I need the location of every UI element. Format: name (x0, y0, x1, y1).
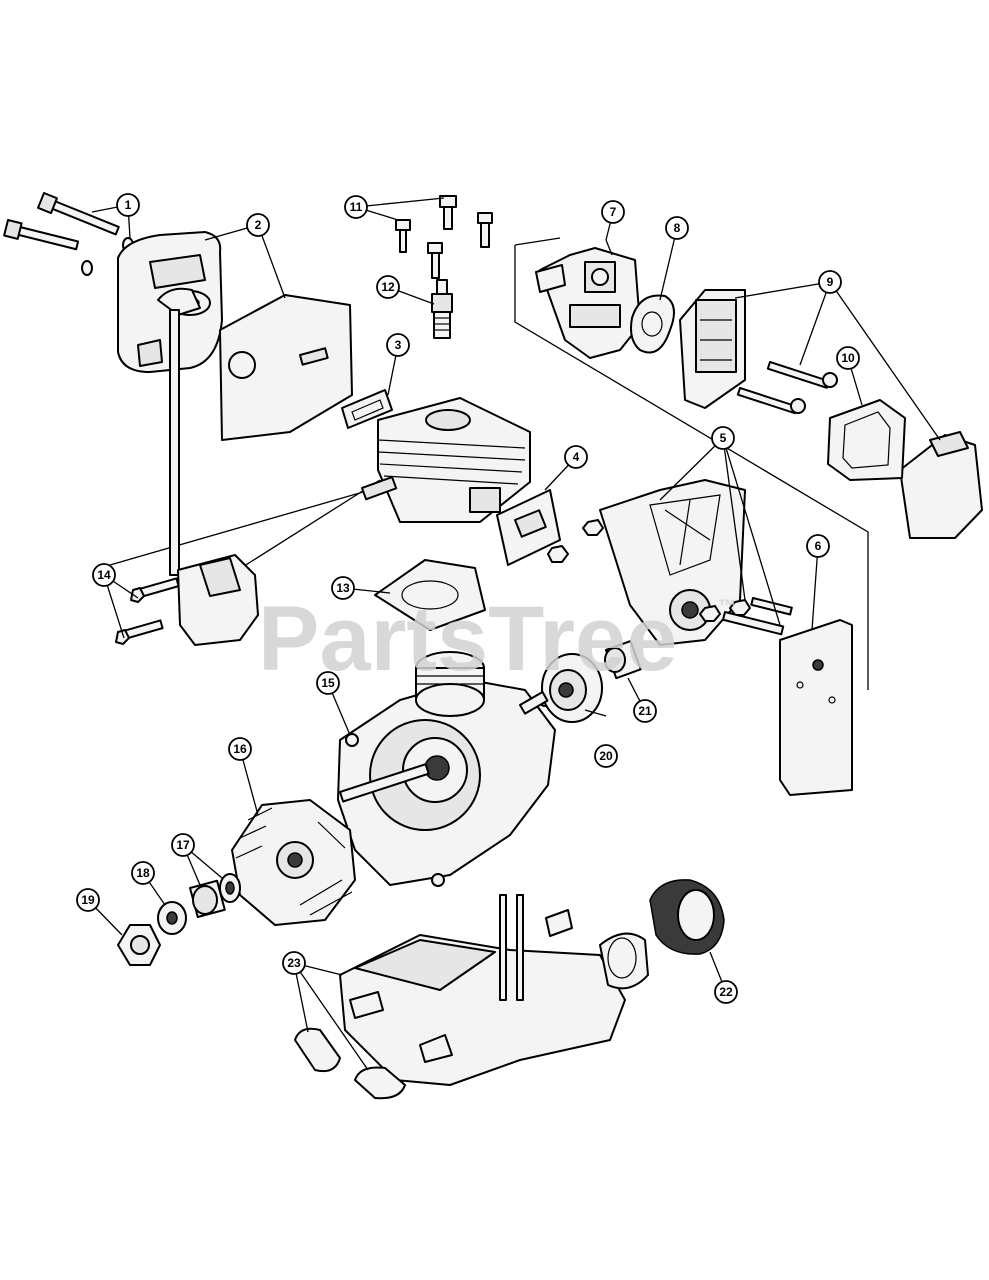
callout-label: 19 (81, 893, 95, 907)
callout-4[interactable]: 4 (564, 445, 588, 469)
callout-label: 10 (841, 351, 855, 365)
leader-lines (87, 197, 941, 1071)
fuel-tank[interactable] (339, 894, 649, 1086)
callout-20[interactable]: 20 (594, 744, 618, 768)
callout-21[interactable]: 21 (633, 699, 657, 723)
cylinder[interactable] (360, 397, 531, 523)
callout-label: 14 (97, 568, 111, 582)
part-14-ignition-coil[interactable] (115, 287, 259, 646)
callout-12[interactable]: 12 (376, 275, 400, 299)
callout-15[interactable]: 15 (316, 671, 340, 695)
part-5-starter-housing[interactable] (582, 479, 793, 646)
callout-label: 17 (176, 838, 190, 852)
part-4-gasket[interactable] (496, 489, 569, 566)
callout-label: 2 (255, 218, 262, 232)
callout-22[interactable]: 22 (714, 980, 738, 1004)
part-17-spacer[interactable] (189, 873, 241, 918)
callout-16[interactable]: 16 (228, 737, 252, 761)
part-13-gasket[interactable] (374, 559, 486, 631)
callout-8[interactable]: 8 (665, 216, 689, 240)
part-9-air-filter-housing[interactable] (679, 289, 983, 539)
part-20-pulley[interactable] (519, 653, 603, 723)
part-23-grommets[interactable] (294, 1027, 406, 1100)
callout-label: 9 (827, 275, 834, 289)
part-8-gasket[interactable] (630, 294, 675, 354)
callout-label: 7 (610, 205, 617, 219)
callout-2[interactable]: 2 (246, 213, 270, 237)
callout-5[interactable]: 5 (711, 426, 735, 450)
callout-3[interactable]: 3 (386, 333, 410, 357)
part-10-air-filter[interactable] (827, 399, 906, 481)
watermark-trademark: ™ (718, 596, 736, 616)
callout-14[interactable]: 14 (92, 563, 116, 587)
callout-label: 15 (321, 676, 335, 690)
callout-label: 18 (136, 866, 150, 880)
part-11-screws[interactable] (395, 195, 493, 279)
callout-13[interactable]: 13 (331, 576, 355, 600)
callout-label: 11 (350, 200, 363, 214)
callout-1[interactable]: 1 (116, 193, 140, 217)
callout-17[interactable]: 17 (171, 833, 195, 857)
part-6-plate[interactable] (779, 619, 853, 796)
callout-label: 8 (674, 221, 681, 235)
part-19-nut[interactable] (117, 924, 161, 966)
callout-19[interactable]: 19 (76, 888, 100, 912)
callout-label: 6 (815, 539, 822, 553)
callout-label: 4 (573, 450, 580, 464)
callout-23[interactable]: 23 (282, 951, 306, 975)
part-1-bolts[interactable] (3, 192, 134, 276)
part-16-flywheel[interactable] (231, 799, 356, 926)
callout-9[interactable]: 9 (818, 270, 842, 294)
part-3-gasket[interactable] (341, 389, 393, 429)
part-7-carburetor[interactable] (535, 239, 641, 359)
callout-label: 13 (336, 581, 350, 595)
callout-6[interactable]: 6 (806, 534, 830, 558)
callout-label: 20 (599, 749, 613, 763)
callout-7[interactable]: 7 (601, 200, 625, 224)
part-22-fuel-cap[interactable] (649, 879, 725, 955)
callout-label: 23 (287, 956, 301, 970)
part-2-muffler[interactable] (117, 231, 353, 441)
callout-18[interactable]: 18 (131, 861, 155, 885)
callout-label: 1 (125, 198, 132, 212)
callout-label: 22 (719, 985, 733, 999)
assembly-lines (109, 237, 869, 690)
part-21-bushing[interactable] (604, 640, 642, 680)
callout-label: 16 (233, 742, 247, 756)
callout-label: 21 (638, 704, 652, 718)
callout-label: 3 (395, 338, 402, 352)
callout-label: 5 (720, 431, 727, 445)
callout-label: 12 (381, 280, 395, 294)
part-18-washer[interactable] (157, 901, 187, 935)
callout-10[interactable]: 10 (836, 346, 860, 370)
part-15-crankcase[interactable] (337, 651, 556, 887)
part-12-spark-plug[interactable] (431, 279, 453, 339)
callout-11[interactable]: 11 (344, 195, 368, 219)
